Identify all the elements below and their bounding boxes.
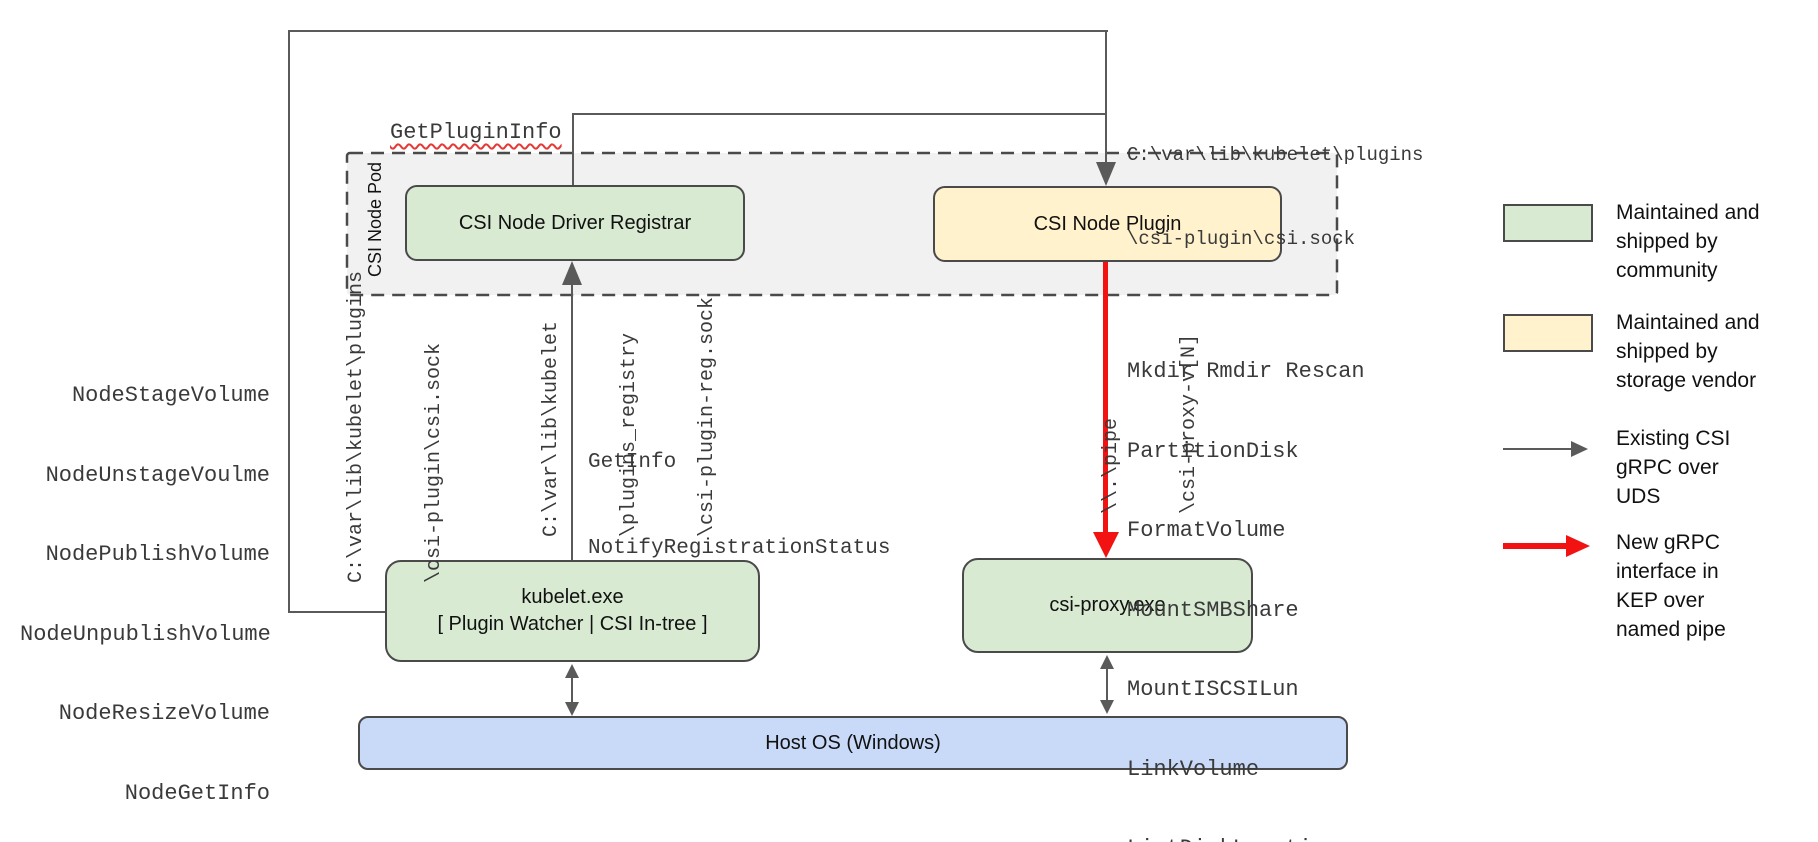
kubelet-plugin-line-drop	[1105, 30, 1107, 166]
csi-node-plugin-box: CSI Node Plugin	[933, 186, 1282, 262]
kubelet-registrar-arrow-line	[571, 283, 573, 560]
csi-node-plugin-label: CSI Node Plugin	[1033, 212, 1182, 235]
legend-line: New gRPC	[1616, 531, 1720, 554]
legend-vendor-text: Maintained and shipped by storage vendor	[1616, 308, 1760, 395]
node-method: NodeUnstageVoulme	[45, 462, 270, 488]
csi-sock-rot-line1: C:\var\lib\kubelet\plugins	[345, 270, 368, 583]
proxy-method: Mkdir Rmdir Rescan	[1127, 359, 1365, 384]
host-os-box: Host OS (Windows)	[358, 716, 1348, 770]
legend-line: gRPC over	[1616, 456, 1719, 479]
host-os-label: Host OS (Windows)	[765, 731, 941, 754]
csi-sock-path-line1: C:\var\lib\kubelet\plugins	[1127, 144, 1424, 166]
csi-sock-path-label: C:\var\lib\kubelet\plugins \csi-plugin\c…	[1127, 85, 1423, 309]
legend-uds-arrow-line	[1503, 448, 1573, 450]
legend-kep-text: New gRPC interface in KEP over named pip…	[1616, 528, 1726, 644]
node-methods-list: NodeStageVolume NodeUnstageVoulme NodePu…	[20, 330, 271, 842]
kubelet-box: kubelet.exe [ Plugin Watcher | CSI In-tr…	[385, 560, 760, 662]
proxy-host-arrowhead-down-icon	[1100, 700, 1114, 714]
proxy-method: PartitionDisk	[1127, 438, 1299, 464]
proxy-host-arrowhead-up-icon	[1100, 655, 1114, 669]
named-pipe-arrow-line	[1103, 262, 1108, 534]
legend-uds-text: Existing CSI gRPC over UDS	[1616, 424, 1730, 511]
csi-sock-rot-line2: \csi-plugin\csi.sock	[423, 342, 446, 583]
legend-line: community	[1616, 259, 1718, 282]
getplugininfo-drop	[572, 113, 574, 185]
kubelet-plugin-line-left	[288, 30, 290, 613]
proxy-method: ListDiskLocations	[1127, 836, 1365, 842]
legend-line: shipped by	[1616, 230, 1718, 253]
legend-vendor-swatch	[1503, 314, 1593, 352]
kubelet-label-line2: [ Plugin Watcher | CSI In-tree ]	[437, 613, 708, 635]
plugin-uds-arrowhead-icon	[1096, 162, 1116, 186]
csi-sock-path-line2: \csi-plugin\csi.sock	[1127, 228, 1356, 250]
reg-sock-rot-line1: C:\var\lib\kubelet	[540, 320, 563, 537]
kubelet-label-line1: kubelet.exe	[521, 586, 624, 608]
registration-call: NotifyRegistrationStatus	[588, 536, 891, 560]
legend-line: storage vendor	[1616, 369, 1757, 392]
kubelet-plugin-line-connector	[288, 611, 386, 613]
kubelet-host-arrowhead-up-icon	[565, 664, 579, 678]
registration-calls-label: GetInfo NotifyRegistrationStatus	[588, 392, 890, 620]
legend-kep-arrowhead-icon	[1566, 535, 1590, 557]
legend-line: named pipe	[1616, 618, 1726, 641]
csi-sock-path-rotated-label: C:\var\lib\kubelet\plugins \csi-plugin\c…	[292, 271, 446, 583]
node-method: NodeUnpublishVolume	[20, 621, 271, 647]
legend-line: Existing CSI	[1616, 427, 1731, 450]
proxy-method: FormatVolume	[1127, 518, 1286, 543]
legend-line: KEP over	[1616, 589, 1705, 612]
kubelet-host-arrow-line	[571, 676, 573, 704]
registrar-uds-arrowhead-icon	[562, 261, 582, 285]
legend-line: interface in	[1616, 560, 1719, 583]
kubelet-plugin-line-top	[288, 30, 1108, 32]
csi-node-pod-label: CSI Node Pod	[365, 161, 385, 277]
legend-line: Maintained and	[1616, 201, 1760, 224]
csi-node-driver-registrar-label: CSI Node Driver Registrar	[458, 211, 692, 234]
legend-line: Maintained and	[1616, 311, 1760, 334]
legend-line: shipped by	[1616, 340, 1718, 363]
proxy-method: MountISCSILun	[1127, 677, 1299, 702]
proxy-host-arrow-line	[1106, 667, 1108, 700]
legend-kep-arrow-line	[1503, 543, 1569, 549]
legend-line: UDS	[1616, 485, 1661, 508]
node-method: NodeResizeVolume	[58, 701, 270, 726]
csi-proxy-box: csi-proxy.exe	[962, 558, 1253, 653]
node-method: NodeGetInfo	[124, 780, 270, 806]
named-pipe-arrowhead-icon	[1093, 532, 1119, 558]
legend-community-text: Maintained and shipped by community	[1616, 198, 1760, 285]
getplugininfo-label: GetPluginInfo	[390, 120, 562, 145]
getplugininfo-line	[572, 113, 1107, 115]
reg-sock-path-rotated-label: C:\var\lib\kubelet \plugins_registry \cs…	[487, 297, 719, 537]
registration-call: GetInfo	[588, 451, 677, 474]
csi-node-driver-registrar-box: CSI Node Driver Registrar	[405, 185, 745, 261]
named-pipe-path-rotated-label: \\.\pipe \csi-proxy-v[N]	[1047, 334, 1201, 514]
csi-proxy-label: csi-proxy.exe	[1049, 594, 1166, 616]
proxy-method: MountSMBShare	[1127, 597, 1299, 623]
legend-uds-arrowhead-icon	[1571, 441, 1588, 457]
legend-community-swatch	[1503, 204, 1593, 242]
node-method: NodeStageVolume	[71, 383, 270, 408]
node-method: NodePublishVolume	[45, 542, 270, 567]
kubelet-host-arrowhead-down-icon	[565, 702, 579, 716]
named-pipe-rot-line1: \\.\pipe	[1100, 417, 1123, 514]
proxy-method: LinkVolume	[1127, 756, 1260, 782]
proxy-methods-list: Mkdir Rmdir Rescan PartitionDisk FormatV…	[1127, 306, 1365, 842]
